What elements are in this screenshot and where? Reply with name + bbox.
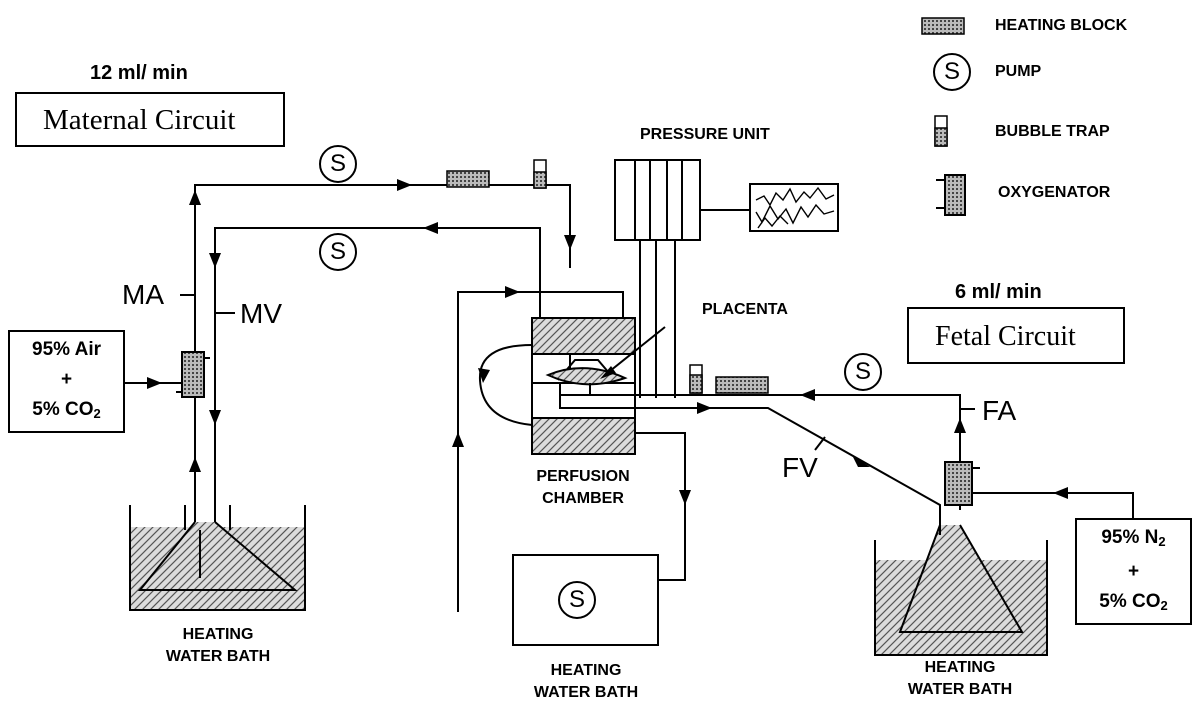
fetal-water-bath [874,505,1048,656]
legend-oxygenator-label: OXYGENATOR [998,184,1111,201]
maternal-gas-line3: 5% CO2 [32,398,101,421]
legend-oxygenator-icon [936,174,966,216]
placenta-label: PLACENTA [702,301,788,318]
fetal-oxygenator [944,461,980,506]
fa-label: FA [982,395,1017,426]
perfusion-chamber-label-line1: PERFUSION [536,468,630,485]
legend-bubble-trap-icon [934,115,948,147]
perfusion-chamber-label: PERFUSION CHAMBER [536,466,629,510]
chamber-bath-pump [558,581,596,619]
maternal-artery-pump-symbol: S [329,150,347,177]
fetal-bubble-trap [689,364,703,394]
perfusion-chamber-label-line2: CHAMBER [542,490,624,507]
maternal-artery-line [194,184,571,522]
chamber-bath-label: HEATING WATER BATH [534,660,638,704]
maternal-bath-label-line1: HEATING [182,626,254,643]
ma-label: MA [122,279,164,310]
maternal-bubble-trap [533,159,547,189]
fetal-bath-label-line1: HEATING [924,659,996,676]
chamber-bath-loop [457,291,624,612]
fetal-gas-line3: 5% CO2 [1099,590,1168,613]
fetal-gas-line1: 95% N2 [1101,526,1166,549]
mv-label: MV [240,298,282,329]
fetal-circuit-box: Fetal Circuit [907,307,1125,364]
maternal-circuit-box: Maternal Circuit [15,92,285,147]
maternal-vein-pump [319,233,357,271]
legend-pump-icon [933,53,971,91]
maternal-heating-block [446,170,490,188]
maternal-gas-box: 95% Air + 5% CO2 [8,330,125,433]
fetal-flow-rate: 6 ml/ min [955,281,1042,303]
maternal-bath-label: HEATING WATER BATH [166,624,270,668]
pressure-unit [614,159,839,241]
fetal-bath-label-line2: WATER BATH [907,681,1013,698]
maternal-vein-pump-symbol: S [329,238,347,265]
flow-arrows [147,179,1068,505]
fetal-pump [844,353,882,391]
legend-bubble-trap-label: BUBBLE TRAP [995,123,1110,140]
legend-pump-label: PUMP [995,63,1042,80]
legend-heating-block-icon [921,17,965,35]
fv-label: FV [782,452,818,483]
maternal-gas-plus: + [60,368,73,390]
pressure-unit-label: PRESSURE UNIT [640,126,770,143]
maternal-gas-line1: 95% Air [32,338,101,360]
fetal-heating-block [715,376,769,394]
chamber-bath-label-line1: HEATING [550,662,622,679]
maternal-oxygenator [176,351,210,398]
fetal-gas-box: 95% N2 + 5% CO2 [1075,518,1192,625]
legend-pump-symbol: S [943,58,961,85]
legend-heating-block-label: HEATING BLOCK [995,17,1128,34]
chamber-bath-pump-symbol: S [568,586,586,613]
maternal-bath-label-line2: WATER BATH [165,648,271,665]
fetal-bath-label: HEATING WATER BATH [908,657,1012,701]
maternal-circuit-title: Maternal Circuit [43,104,236,136]
fetal-pump-symbol: S [854,358,872,385]
perfusion-chamber [531,317,636,455]
fetal-circuit-title: Fetal Circuit [935,321,1076,352]
fv-tick [814,436,826,451]
maternal-vein-line [214,227,541,522]
maternal-artery-pump [319,145,357,183]
maternal-flow-rate: 12 ml/ min [90,62,188,84]
fetal-artery-line [589,383,961,510]
fetal-gas-plus: + [1127,560,1140,582]
chamber-bath-label-line2: WATER BATH [533,684,639,701]
maternal-water-bath [129,505,306,611]
